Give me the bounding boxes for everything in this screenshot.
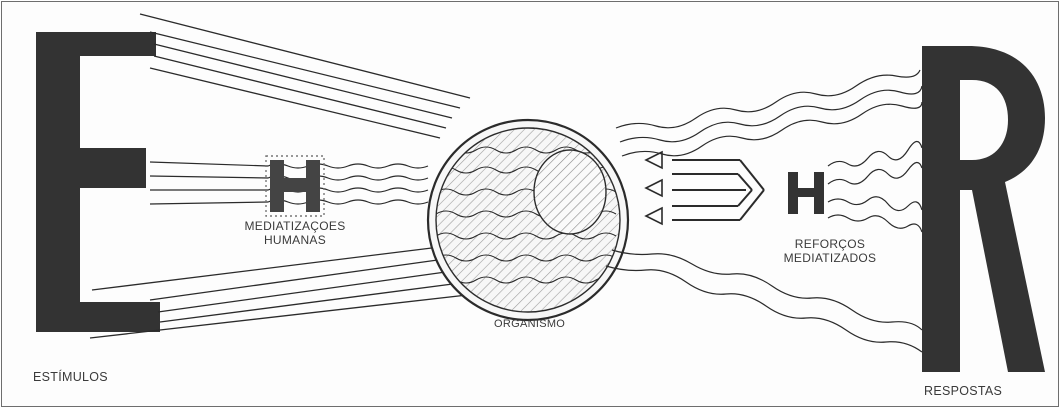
upper-stimulus-lines (140, 14, 470, 138)
stimuli-letter-e (36, 32, 160, 332)
human-mediations-line1: MEDIATIZAÇOES (230, 220, 360, 234)
reinforcements-line1: REFORÇOS (770, 238, 890, 252)
human-mediations-label: MEDIATIZAÇOES HUMANAS (230, 220, 360, 248)
organism-label: ORGANISMO (494, 318, 565, 331)
reinforcement-pointer (672, 160, 764, 220)
reinforcements-label: REFORÇOS MEDIATIZADOS (770, 238, 890, 266)
reinforcement-h-icon (788, 172, 824, 214)
reinforcement-arrows (646, 152, 662, 224)
responses-label: RESPOSTAS (924, 384, 1002, 398)
middle-response-lines (828, 141, 922, 232)
human-mediation-h-icon (266, 156, 324, 216)
reinforcements-line2: MEDIATIZADOS (770, 252, 890, 266)
responses-letter-r (922, 46, 1045, 372)
human-mediations-line2: HUMANAS (230, 234, 360, 248)
stimuli-label: ESTÍMULOS (33, 370, 108, 384)
upper-response-lines (616, 70, 922, 156)
organism-circle (428, 120, 628, 320)
